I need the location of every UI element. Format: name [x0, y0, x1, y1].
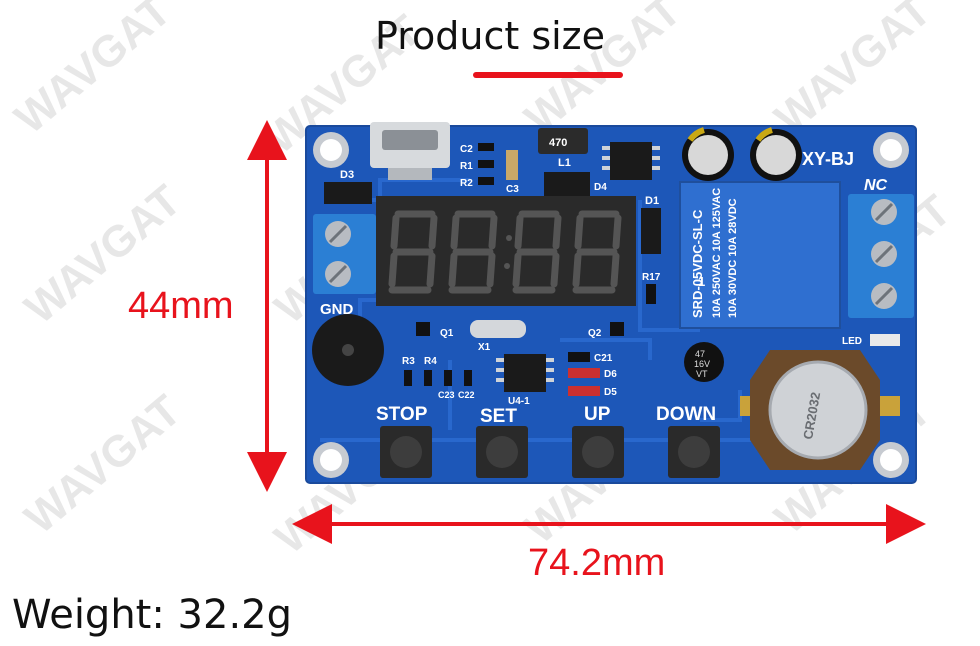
silk-d6: D6	[604, 369, 617, 380]
silk-u4: U4-1	[508, 396, 530, 407]
silk-d5: D5	[604, 387, 617, 398]
silk-d1: D1	[645, 195, 659, 207]
button-set-label: SET	[480, 406, 517, 427]
silk-c21: C21	[594, 353, 613, 364]
cap-value: 47	[695, 349, 705, 359]
title-underline	[473, 72, 623, 78]
mounting-hole	[873, 132, 909, 168]
silk-led: LED	[842, 336, 862, 347]
button-down-label: DOWN	[656, 404, 716, 425]
buzzer	[312, 314, 384, 386]
diode	[324, 182, 372, 204]
silk-x1: X1	[478, 342, 491, 353]
silk-gnd: GND	[320, 301, 354, 318]
silk-c22: C22	[458, 390, 475, 400]
mounting-hole	[313, 132, 349, 168]
silk-d4: D4	[594, 182, 607, 193]
capacitor: 47 16V VT	[684, 342, 724, 382]
silk-c2: C2	[460, 144, 473, 155]
weight-label: Weight: 32.2g	[12, 592, 292, 638]
button-down[interactable]	[668, 426, 720, 478]
page-title: Product size	[374, 14, 606, 58]
silk-r4: R4	[424, 356, 437, 367]
usb-connector	[370, 122, 450, 180]
silk-l1: L1	[558, 157, 571, 169]
cap-series: VT	[696, 369, 708, 379]
button-up[interactable]	[572, 426, 624, 478]
capacitor	[750, 127, 802, 181]
silk-r2: R2	[460, 178, 473, 189]
model-label: XY-BJ	[802, 149, 854, 169]
ic-chip	[610, 142, 652, 180]
inductor-label: 470	[549, 137, 567, 149]
relay-model: SRD-05VDC-SL-C	[690, 209, 705, 318]
ic-chip	[504, 354, 546, 392]
button-up-label: UP	[584, 404, 611, 425]
width-dimension-label: 74.2mm	[528, 542, 666, 584]
diode	[641, 208, 661, 254]
battery-holder: CR2032	[740, 350, 900, 470]
relay: SRD-05VDC-SL-C 10A 250VAC 10A 125VAC 10A…	[679, 181, 841, 329]
button-stop-label: STOP	[376, 404, 428, 425]
relay-rating-ac: 10A 250VAC 10A 125VAC	[711, 188, 723, 318]
silk-c3: C3	[506, 184, 519, 195]
silk-r17: R17	[642, 272, 661, 283]
diode	[544, 172, 590, 196]
cap-voltage: 16V	[694, 359, 710, 369]
inductor	[538, 128, 588, 154]
button-set[interactable]	[476, 426, 528, 478]
silk-r1: R1	[460, 161, 473, 172]
silk-r3: R3	[402, 356, 415, 367]
screw-terminal-left	[313, 214, 376, 294]
silk-d3: D3	[340, 169, 354, 181]
button-stop[interactable]	[380, 426, 432, 478]
silk-q2: Q2	[588, 328, 602, 339]
relay-rating-dc: 10A 30VDC 10A 28VDC	[727, 198, 739, 318]
relay-index: 1	[698, 274, 705, 289]
silk-c23: C23	[438, 390, 455, 400]
capacitor	[682, 127, 734, 181]
screw-terminal-right	[848, 194, 914, 318]
silk-q1: Q1	[440, 328, 454, 339]
crystal	[470, 320, 526, 338]
mounting-hole	[873, 442, 909, 478]
mounting-hole	[313, 442, 349, 478]
silk-nc: NC	[864, 177, 888, 194]
seven-segment-display	[376, 196, 636, 306]
height-dimension-label: 44mm	[128, 285, 234, 327]
